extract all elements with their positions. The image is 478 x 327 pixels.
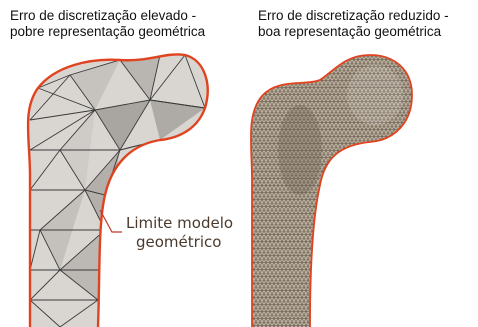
left-caption-line2: pobre representação geométrica	[10, 24, 206, 39]
left-caption-line1: Erro de discretização elevado -	[10, 8, 197, 23]
fine-mesh-femur	[250, 54, 413, 327]
boundary-annotation: Limite modelo geométrico	[99, 209, 233, 251]
right-caption-line2: boa representação geométrica	[258, 24, 442, 39]
coarse-mesh-femur	[26, 53, 209, 327]
annotation-line1: Limite modelo	[126, 214, 233, 232]
annotation-leader-line	[99, 209, 122, 233]
fine-geometric-boundary	[250, 54, 413, 327]
coarse-geometric-boundary	[26, 53, 209, 327]
right-panel-caption: Erro de discretização reduzido - boa rep…	[258, 8, 473, 40]
fine-femur-body	[250, 55, 412, 327]
left-panel-caption: Erro de discretização elevado - pobre re…	[10, 8, 240, 40]
coarse-femur-body	[28, 54, 208, 327]
right-caption-line1: Erro de discretização reduzido -	[258, 8, 449, 23]
fine-mesh-shading	[278, 65, 403, 195]
annotation-line2: geométrico	[136, 233, 221, 251]
